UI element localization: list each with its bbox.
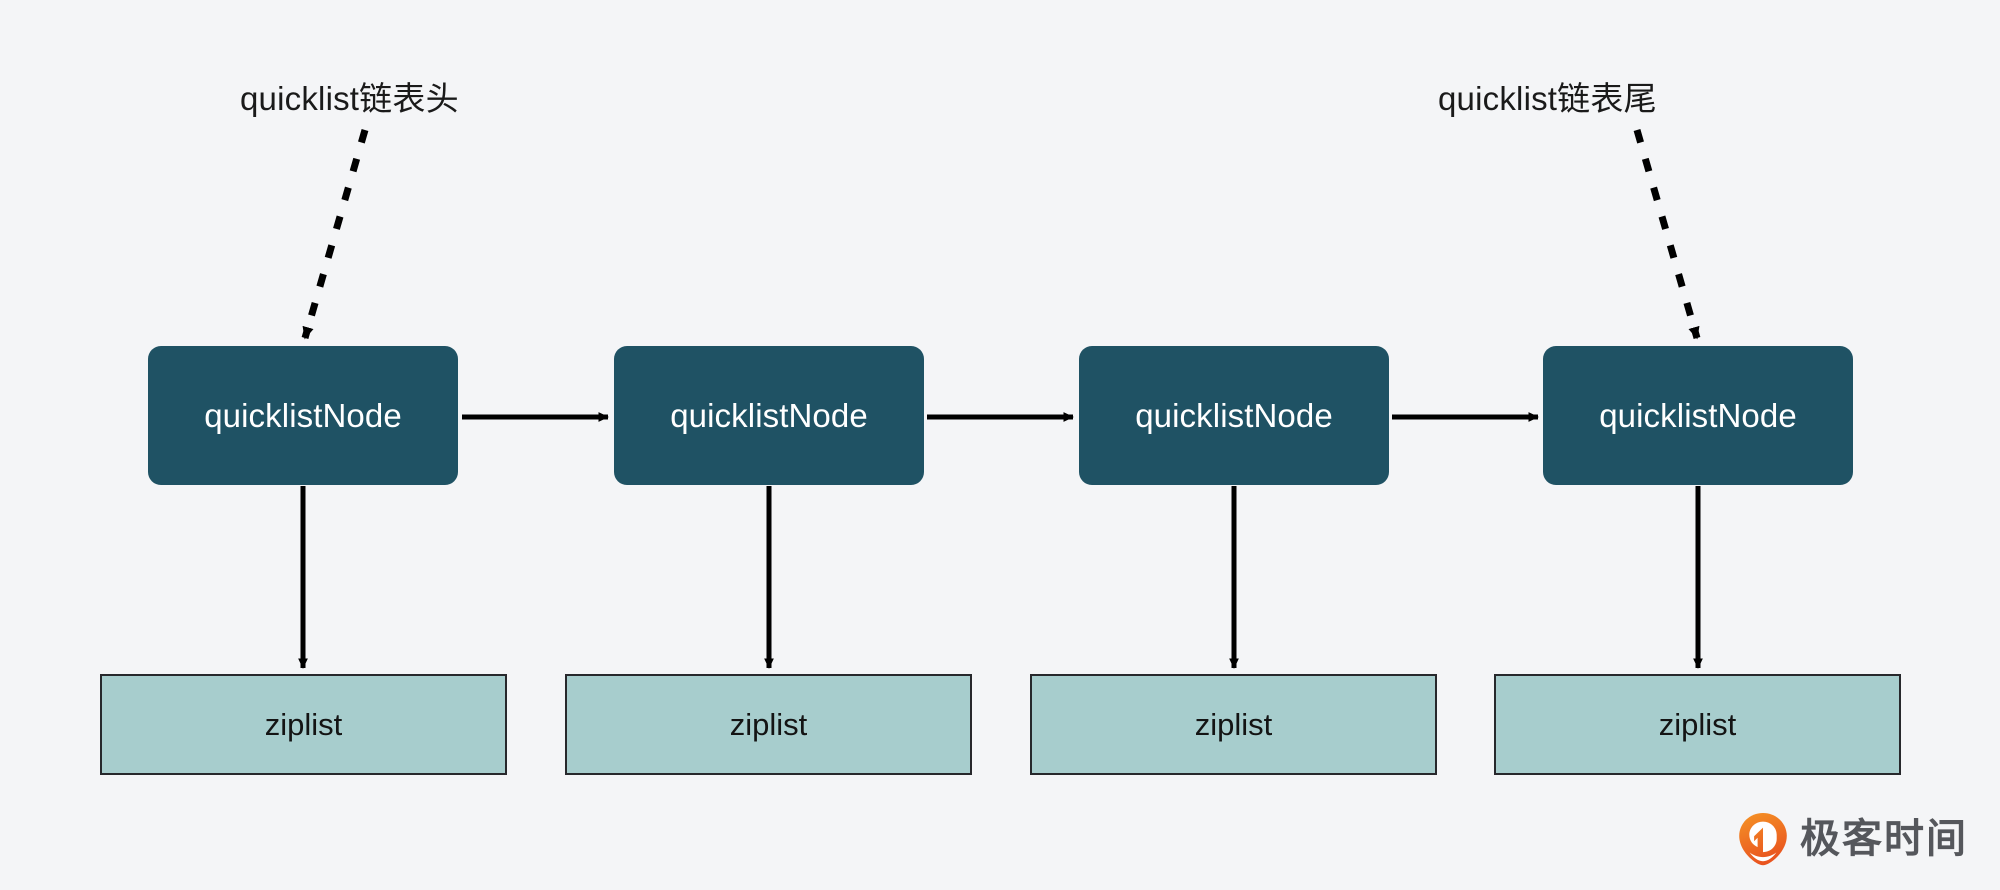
quicklist-node-1[interactable]: quicklistNode (148, 346, 458, 485)
ziplist-box-1[interactable]: ziplist (100, 674, 507, 775)
brand-watermark: 极客时间 (1737, 812, 1968, 866)
annotation-label-tail: quicklist链表尾 (1438, 80, 1657, 117)
ziplist-box-3[interactable]: ziplist (1030, 674, 1437, 775)
ziplist-box-2[interactable]: ziplist (565, 674, 972, 775)
annotation-arrows (301, 129, 1701, 340)
quicklist-node-4[interactable]: quicklistNode (1543, 346, 1853, 485)
quicklist-node-label: quicklistNode (204, 397, 402, 434)
ziplist-label: ziplist (1658, 707, 1737, 742)
ziplist-box-4[interactable]: ziplist (1494, 674, 1901, 775)
geektime-logo-icon (1739, 813, 1787, 866)
annotation-arrow-head (301, 129, 369, 340)
node-to-ziplist-arrows (298, 486, 1703, 669)
ziplist-label: ziplist (1194, 707, 1273, 742)
quicklist-node-2[interactable]: quicklistNode (614, 346, 924, 485)
annotation-label-head: quicklist链表头 (240, 80, 459, 117)
quicklist-node-label: quicklistNode (1599, 397, 1797, 434)
quicklist-node-label: quicklistNode (670, 397, 868, 434)
quicklist-node-3[interactable]: quicklistNode (1079, 346, 1389, 485)
ziplist-label: ziplist (264, 707, 343, 742)
quicklist-node-label: quicklistNode (1135, 397, 1333, 434)
annotation-arrow-tail (1633, 129, 1701, 340)
brand-name: 极客时间 (1800, 817, 1968, 861)
ziplist-label: ziplist (729, 707, 808, 742)
